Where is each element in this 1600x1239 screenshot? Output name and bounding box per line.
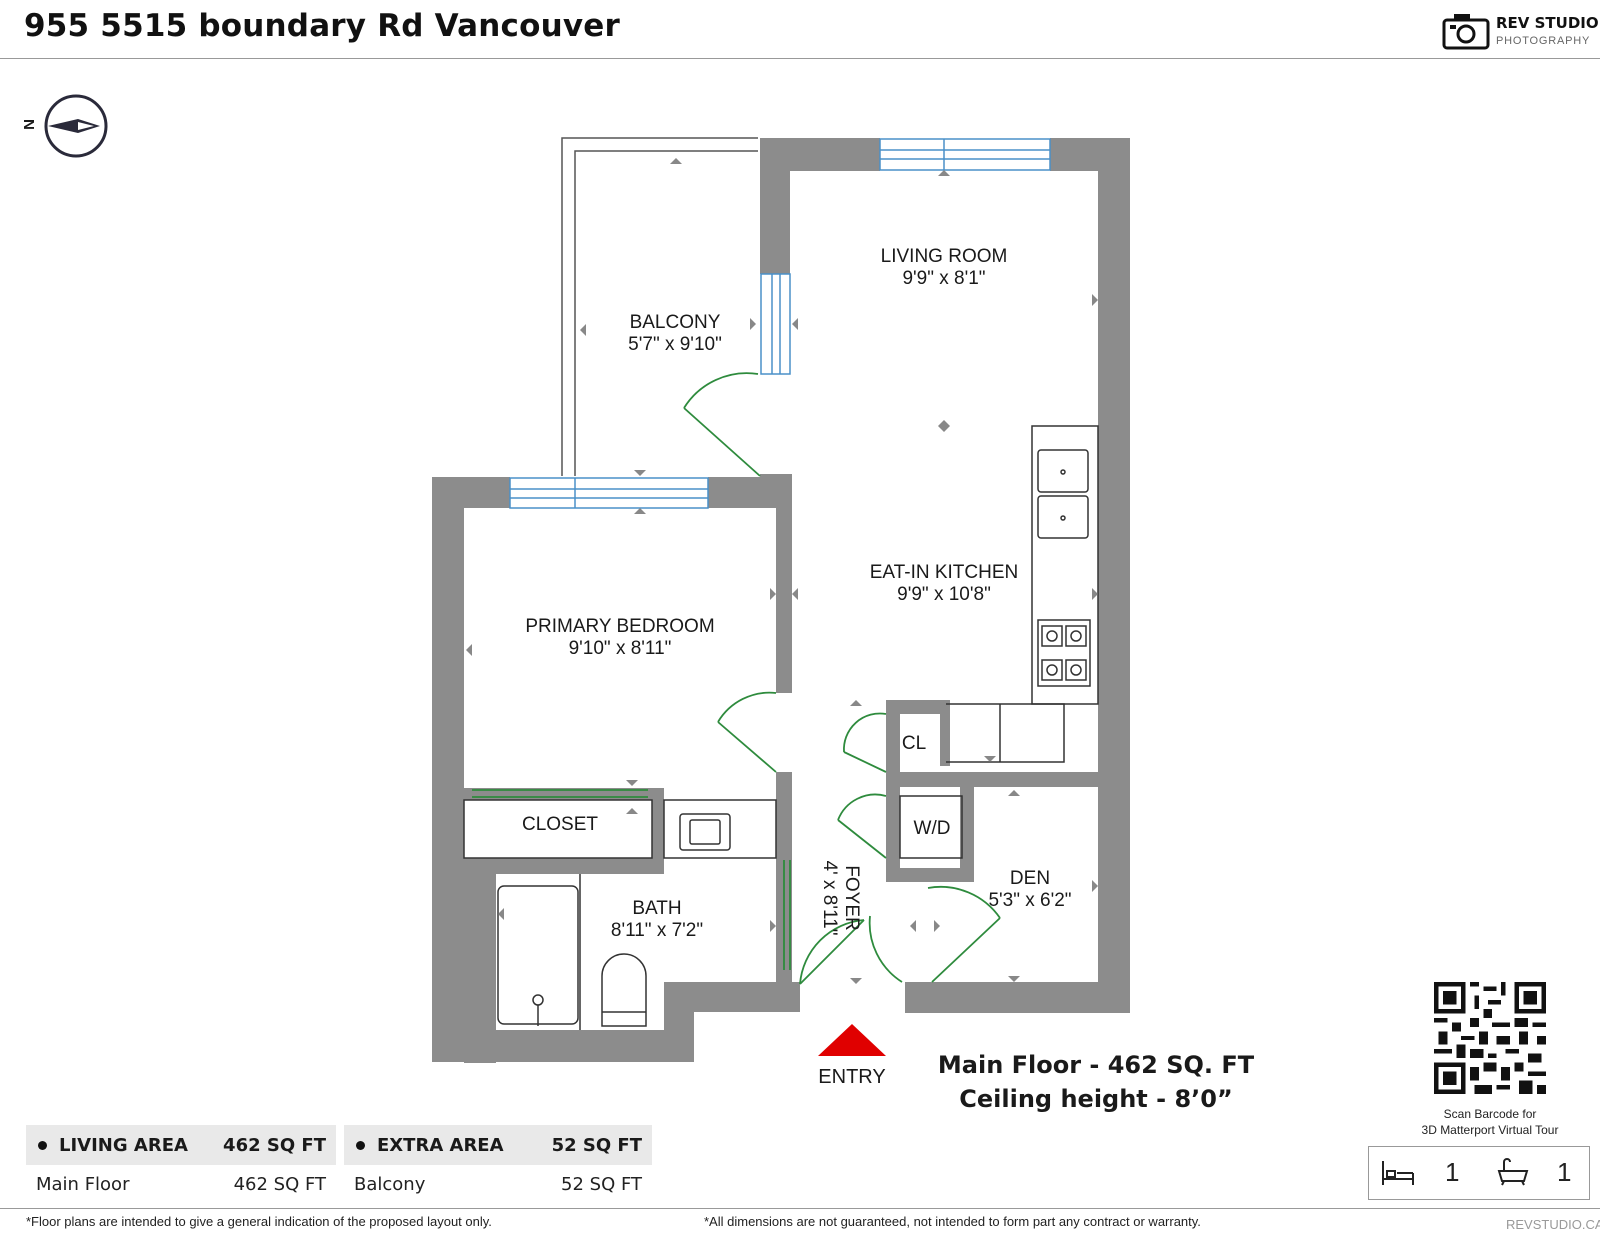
extra-area-title: EXTRA AREA	[377, 1134, 504, 1156]
kitchen-fixtures	[1037, 449, 1091, 687]
doors	[472, 372, 1001, 985]
room-wd-name: W/D	[913, 818, 951, 839]
room-kitchen-dims: 9'9" x 10'8"	[897, 584, 991, 605]
header-divider	[0, 58, 1600, 59]
camera-logo-icon	[1442, 14, 1490, 50]
room-foyer-dims: 4' x 8'11"	[819, 860, 840, 936]
bullet-icon	[356, 1140, 365, 1150]
room-closet-name: CLOSET	[521, 814, 599, 835]
bullet-icon	[38, 1140, 47, 1150]
bathtub-icon	[1497, 1158, 1529, 1186]
floor-plan	[432, 137, 1130, 1063]
windows	[509, 138, 1051, 509]
room-bedroom-name: PRIMARY BEDROOM	[525, 616, 715, 637]
disclaimer-left: *Floor plans are intended to give a gene…	[26, 1214, 492, 1229]
interior-lines	[463, 425, 1099, 1030]
living-area-title: LIVING AREA	[59, 1134, 188, 1156]
room-living-dims: 9'9" x 8'1"	[902, 268, 986, 289]
extra-area-row-value: 52 SQ FT	[561, 1174, 642, 1195]
room-bedroom-dims: 9'10" x 8'11"	[568, 638, 672, 659]
logo-sub: PHOTOGRAPHY	[1496, 35, 1591, 47]
bathroom-count: 1	[1557, 1157, 1572, 1187]
living-area-total: 462 SQ FT	[223, 1134, 326, 1156]
bed-icon	[1382, 1161, 1414, 1185]
qr-caption: Scan Barcode for 3D Matterport Virtual T…	[1400, 1106, 1580, 1138]
logo-brand: REV STUDIO	[1496, 14, 1599, 32]
disclaimer-right: *All dimensions are not guaranteed, not …	[704, 1214, 1201, 1229]
bath-fixtures	[497, 795, 963, 1027]
living-area-row-label: Main Floor	[36, 1174, 130, 1195]
room-balcony-dims: 5'7" x 9'10"	[628, 334, 722, 355]
room-wd: W/D	[914, 818, 951, 840]
room-kitchen: EAT-IN KITCHEN 9'9" x 10'8"	[870, 562, 1019, 606]
qr-caption-line2: 3D Matterport Virtual Tour	[1421, 1123, 1559, 1137]
living-area-row-value: 462 SQ FT	[233, 1174, 326, 1195]
floor-summary: Main Floor - 462 SQ. FT Ceiling height -…	[938, 1048, 1254, 1116]
qr-code-icon[interactable]	[1434, 982, 1546, 1094]
room-living: LIVING ROOM 9'9" x 8'1"	[881, 246, 1008, 290]
room-counts: 1 1	[1368, 1146, 1590, 1200]
room-kitchen-name: EAT-IN KITCHEN	[869, 562, 1019, 583]
extra-area-row: Balcony 52 SQ FT	[354, 1174, 652, 1195]
room-cl-name: CL	[901, 733, 927, 754]
room-foyer: FOYER 4' x 8'11"	[818, 861, 862, 936]
room-bath-dims: 8'11" x 7'2"	[610, 920, 704, 941]
page-title: 955 5515 boundary Rd Vancouver	[24, 8, 620, 44]
room-bath: BATH 8'11" x 7'2"	[611, 898, 703, 942]
entry-label: ENTRY	[818, 1066, 886, 1088]
summary-ceiling-height: Ceiling height - 8’0”	[959, 1085, 1233, 1113]
extra-area-header: EXTRA AREA 52 SQ FT	[344, 1125, 652, 1165]
footer-divider	[0, 1208, 1600, 1209]
bedroom-count: 1	[1445, 1157, 1460, 1187]
qr-caption-line1: Scan Barcode for	[1443, 1107, 1537, 1121]
balcony-outline	[561, 137, 758, 476]
website-link[interactable]: REVSTUDIO.CA	[1506, 1217, 1600, 1232]
room-balcony: BALCONY 5'7" x 9'10"	[628, 312, 722, 356]
summary-floor-area: Main Floor - 462 SQ. FT	[937, 1051, 1255, 1079]
room-cl: CL	[902, 733, 926, 755]
room-living-name: LIVING ROOM	[880, 246, 1008, 267]
living-area-row: Main Floor 462 SQ FT	[36, 1174, 336, 1195]
room-bedroom: PRIMARY BEDROOM 9'10" x 8'11"	[525, 616, 714, 660]
entry-arrow-icon	[818, 1024, 886, 1056]
room-den: DEN 5'3" x 6'2"	[988, 868, 1071, 912]
room-closet: CLOSET	[522, 814, 598, 836]
extra-area-total: 52 SQ FT	[551, 1134, 642, 1156]
room-den-dims: 5'3" x 6'2"	[988, 890, 1072, 911]
room-bath-name: BATH	[632, 898, 682, 919]
north-label: N	[20, 119, 38, 130]
room-balcony-name: BALCONY	[629, 312, 721, 333]
room-den-name: DEN	[1009, 868, 1051, 889]
walls	[432, 138, 1130, 1063]
living-area-header: LIVING AREA 462 SQ FT	[26, 1125, 336, 1165]
room-foyer-name: FOYER	[841, 865, 862, 931]
dimension-markers	[466, 158, 1098, 984]
compass-icon	[44, 94, 108, 158]
extra-area-row-label: Balcony	[354, 1174, 426, 1195]
